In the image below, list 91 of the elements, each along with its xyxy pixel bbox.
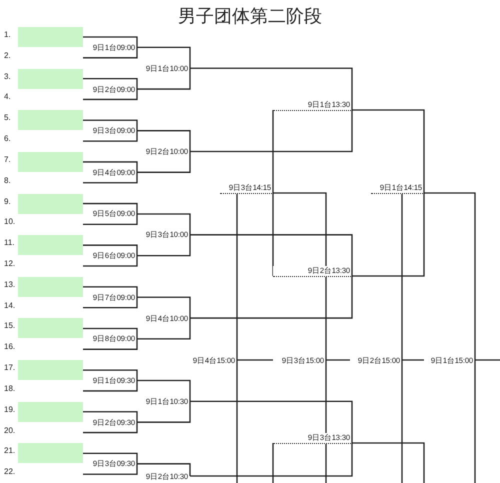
bracket-line xyxy=(83,256,138,267)
bracket-line xyxy=(83,47,138,58)
bracket-line xyxy=(83,161,138,172)
bracket-line xyxy=(475,359,500,361)
bracket-line xyxy=(137,296,191,318)
bracket-line xyxy=(474,360,476,483)
name-slot xyxy=(18,360,83,380)
bracket-line xyxy=(190,234,353,276)
seed-number: 12. xyxy=(4,259,16,270)
seed-number: 15. xyxy=(4,321,16,332)
bracket-line xyxy=(236,192,238,360)
bracket-line xyxy=(137,463,191,476)
name-slot xyxy=(18,27,83,47)
seed-number: 8. xyxy=(4,176,11,186)
bracket-line xyxy=(401,192,403,360)
seed-number: 20. xyxy=(4,426,16,436)
seed-number: 5. xyxy=(4,113,11,124)
bracket-line xyxy=(83,464,138,475)
bracket-line xyxy=(137,318,191,340)
title: 男子团体第二阶段 xyxy=(177,5,323,27)
name-slot xyxy=(18,402,83,422)
seed-number: 3. xyxy=(4,72,11,82)
seed-number: 9. xyxy=(4,196,11,207)
seed-number: 7. xyxy=(4,154,11,165)
bracket-line xyxy=(352,442,425,483)
bracket-line xyxy=(137,152,191,173)
name-slot xyxy=(18,110,83,130)
seed-number: 21. xyxy=(4,446,16,456)
seed-number: 1. xyxy=(4,30,11,40)
bracket-line xyxy=(83,214,138,226)
bracket-line xyxy=(83,244,138,256)
seed-number: 17. xyxy=(4,363,16,374)
bracket-line xyxy=(83,78,138,90)
bracket-line xyxy=(83,130,138,142)
name-slot xyxy=(18,443,83,464)
bracket-line xyxy=(326,359,351,361)
bracket-line xyxy=(137,130,191,152)
bracket-line xyxy=(83,202,138,214)
bracket-line xyxy=(83,338,138,350)
bracket-line xyxy=(137,380,191,402)
seed-number: 18. xyxy=(4,384,16,394)
bracket-line xyxy=(272,193,274,277)
bracket-line xyxy=(83,380,138,392)
bracket-line xyxy=(190,276,353,319)
bracket-line xyxy=(83,89,138,100)
seed-number: 13. xyxy=(4,280,16,290)
bracket-line xyxy=(273,192,327,360)
seed-number: 19. xyxy=(4,404,16,415)
bracket-line xyxy=(137,213,191,235)
bracket-line xyxy=(83,328,138,339)
seed-number: 6. xyxy=(4,134,11,144)
bracket-line xyxy=(83,297,138,308)
bracket-line xyxy=(83,422,138,434)
name-slot xyxy=(18,152,83,172)
bracket-line xyxy=(272,109,274,193)
bracket-line xyxy=(83,286,138,298)
seed-number: 10. xyxy=(4,217,16,228)
seed-number: 2. xyxy=(4,50,11,61)
bracket-line xyxy=(190,110,353,152)
seed-number: 16. xyxy=(4,342,16,352)
bracket-line xyxy=(236,360,238,483)
bracket-line xyxy=(352,193,425,277)
bracket-line xyxy=(352,109,425,193)
bracket-line xyxy=(83,452,138,464)
bracket-line xyxy=(424,192,476,360)
bracket-line xyxy=(272,442,274,483)
name-slot xyxy=(18,276,83,297)
seed-number: 11. xyxy=(4,238,15,248)
bracket-line xyxy=(325,360,327,483)
seed-number: 4. xyxy=(4,92,11,102)
bracket-line xyxy=(83,411,138,422)
bracket-line xyxy=(137,68,191,90)
bracket-line xyxy=(83,172,138,184)
bracket-line xyxy=(137,46,191,68)
bracket-line xyxy=(83,120,138,131)
bracket-line xyxy=(137,401,191,423)
name-slot xyxy=(18,318,83,338)
seed-number: 22. xyxy=(4,467,16,478)
bracket-line xyxy=(190,400,353,443)
bracket-line xyxy=(402,359,425,361)
bracket-line xyxy=(401,360,403,483)
bracket-line xyxy=(83,369,138,381)
name-slot xyxy=(18,194,83,214)
seed-number: 14. xyxy=(4,300,16,311)
name-slot xyxy=(18,235,83,256)
bracket-line xyxy=(190,443,353,477)
bracket-line xyxy=(83,36,138,48)
name-slot xyxy=(18,68,83,89)
bracket-line xyxy=(137,234,191,256)
bracket-line xyxy=(190,68,353,110)
bracket-line xyxy=(237,359,274,361)
